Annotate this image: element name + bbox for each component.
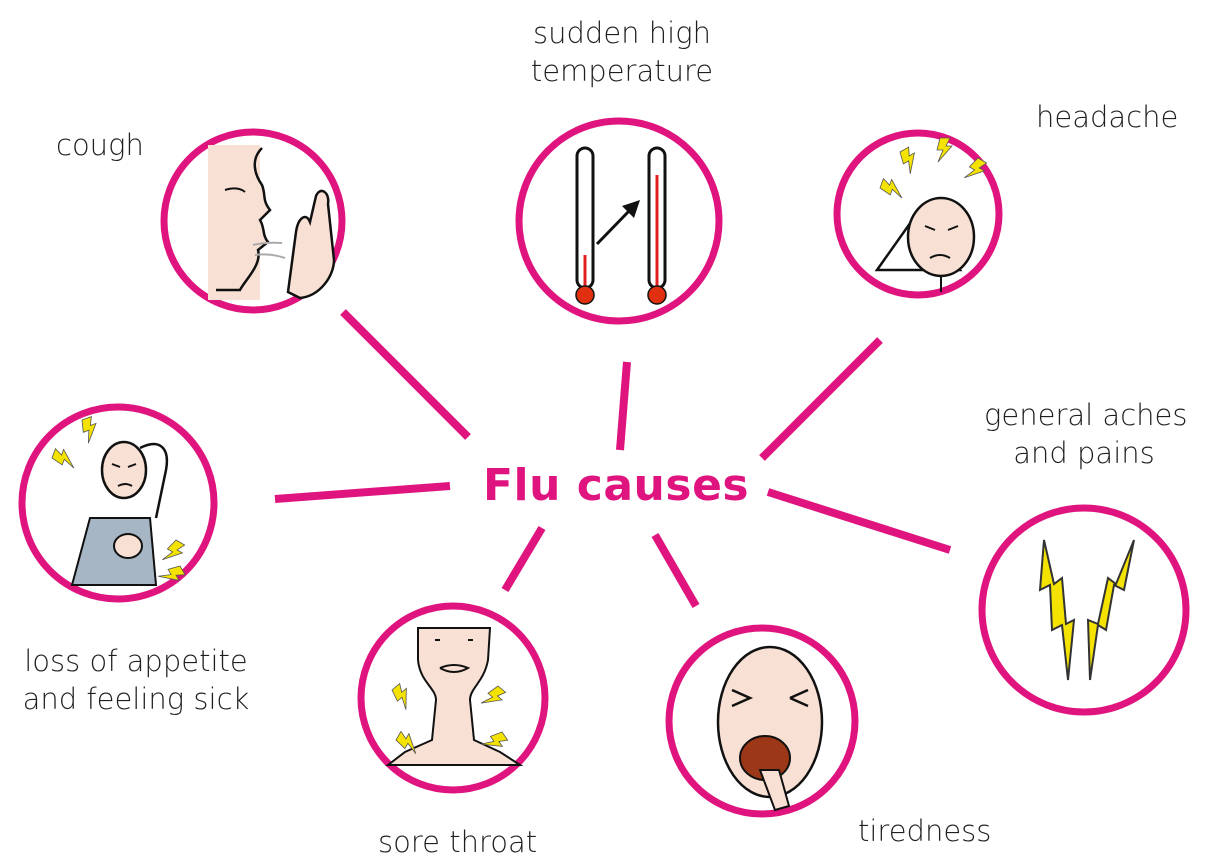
connectors [275, 312, 950, 606]
label-sore-throat: sore throat [378, 823, 537, 861]
connector-cough [343, 312, 468, 437]
label-aches: general aches and pains [984, 396, 1184, 472]
connector-sore-throat [505, 528, 542, 590]
headache-face-icon [837, 133, 999, 295]
yawning-face-icon [669, 628, 855, 814]
label-line: general aches [984, 396, 1184, 434]
label-appetite: loss of appetite and feeling sick [8, 642, 264, 718]
connector-temperature [620, 362, 627, 450]
diagram-title: Flu causes [483, 460, 749, 511]
label-headache: headache [1036, 98, 1178, 136]
label-line: tiredness [858, 812, 991, 850]
label-line: and feeling sick [8, 680, 264, 718]
label-line: temperature [524, 52, 720, 90]
coughing-person-icon [164, 132, 342, 310]
connector-appetite [275, 486, 450, 499]
connector-tiredness [655, 535, 696, 606]
sick-person-icon [22, 407, 214, 599]
lightning-pain-icon [982, 508, 1186, 712]
label-temperature: sudden high temperature [524, 14, 720, 90]
label-line: sore throat [378, 823, 537, 861]
label-cough: cough [56, 126, 144, 164]
label-line: sudden high [524, 14, 720, 52]
sore-throat-icon [361, 606, 545, 790]
connector-headache [762, 340, 880, 458]
label-line: headache [1036, 98, 1178, 136]
label-tiredness: tiredness [858, 812, 991, 850]
label-line: cough [56, 126, 144, 164]
connector-aches [768, 492, 950, 550]
thermometer-rising-icon [519, 121, 719, 321]
label-line: and pains [984, 434, 1184, 472]
label-line: loss of appetite [8, 642, 264, 680]
